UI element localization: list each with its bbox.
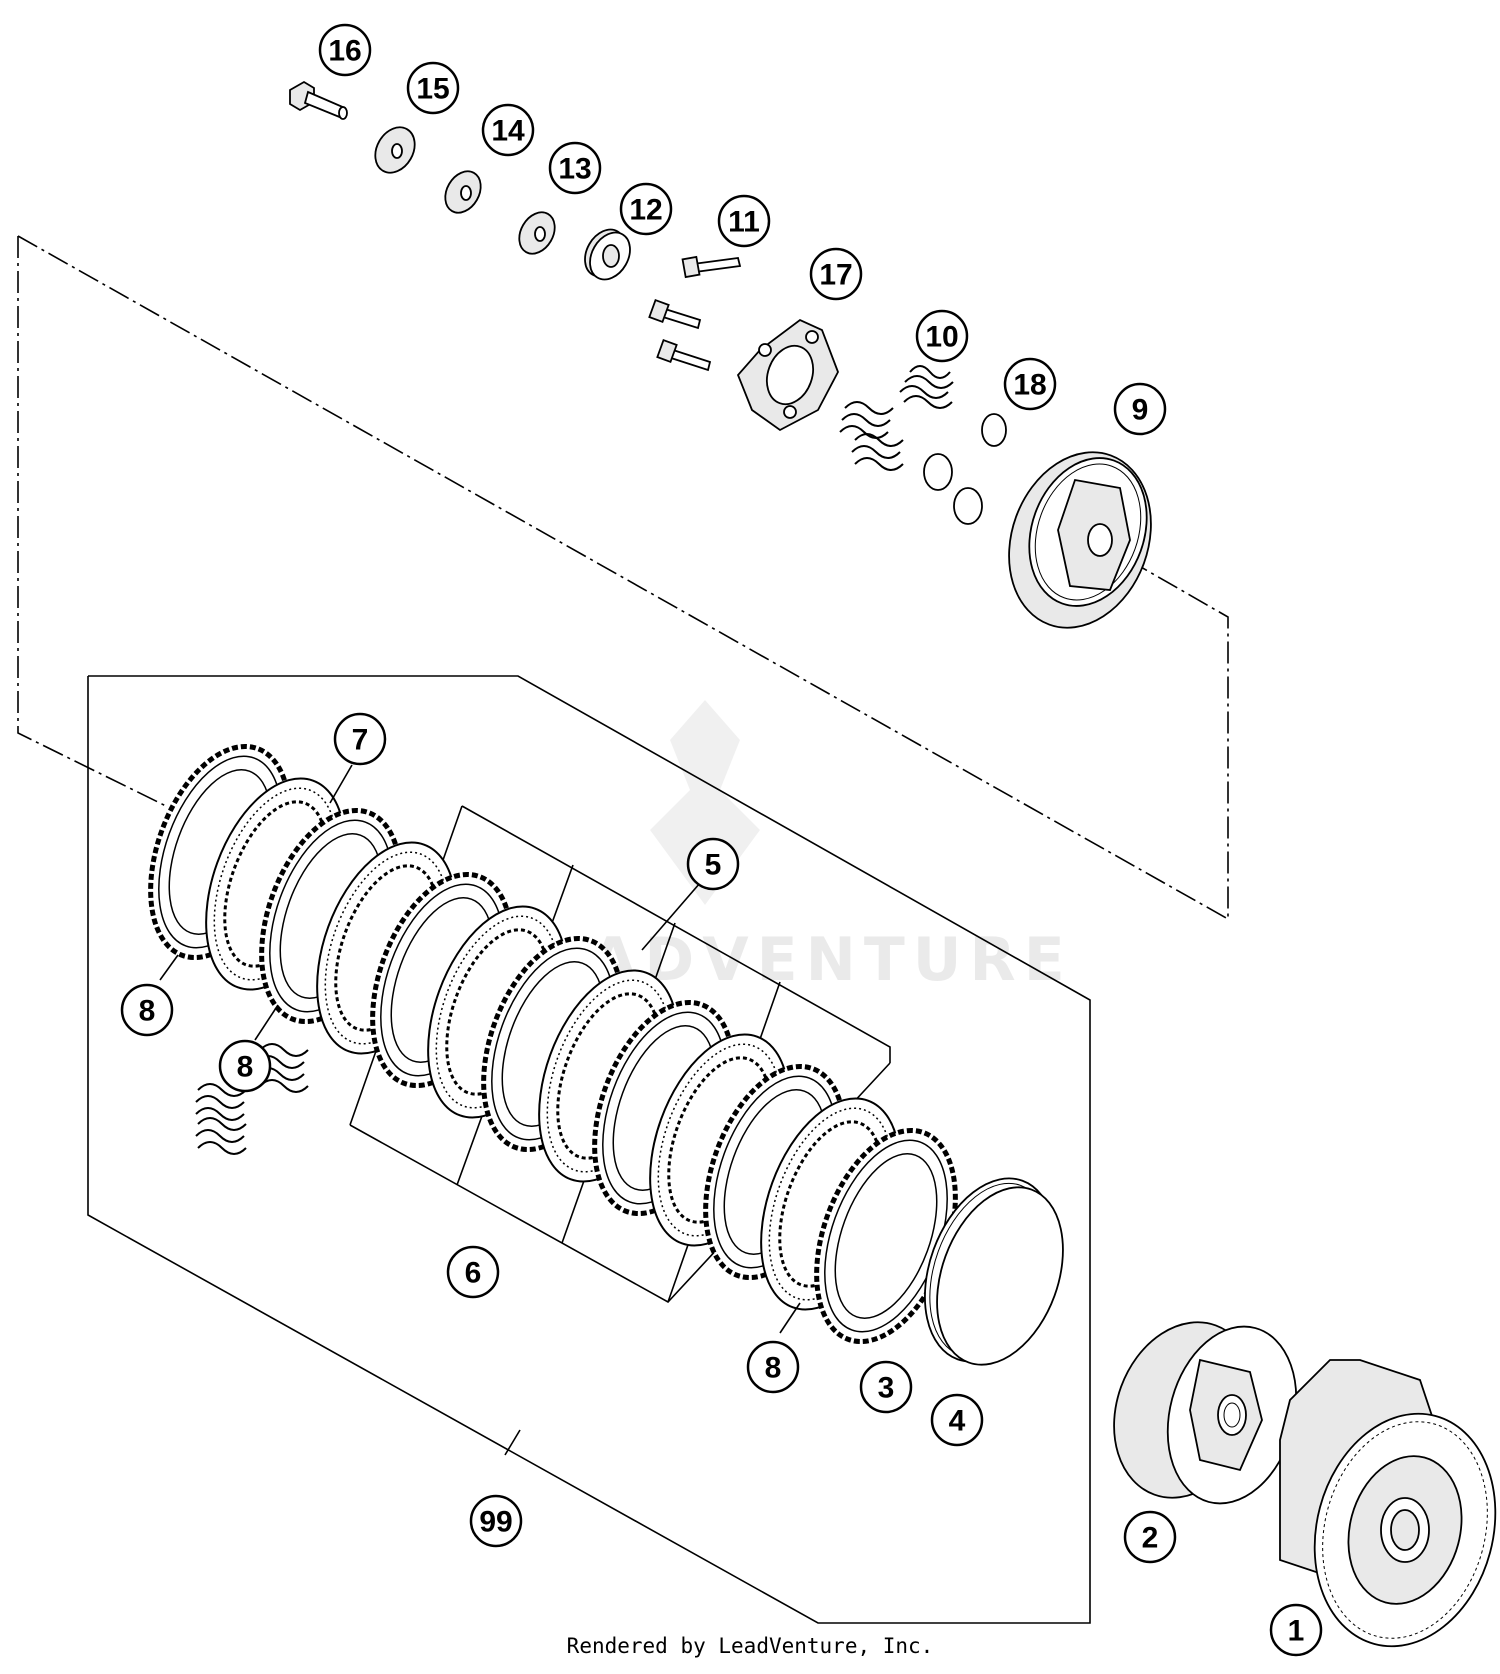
callout-label: 17 [819, 259, 852, 292]
callout-8: 8 [746, 1340, 800, 1394]
callout-label: 4 [949, 1405, 966, 1438]
kit-springs [195, 1043, 309, 1155]
adjusting-screw [289, 80, 348, 120]
callout-label: 10 [925, 321, 958, 354]
inner-clutch-hub-2 [1113, 1321, 1298, 1505]
callout-label: 8 [139, 995, 156, 1028]
callout-layer: 16 15 14 13 12 11 17 10 18 9 7 5 8 8 6 8 3 4 2 1 99 [120, 23, 1323, 1657]
callout-10: 10 [915, 309, 969, 363]
rings-3-4 [924, 1177, 1064, 1366]
clutch-basket-1 [1279, 1359, 1497, 1648]
callout-label: 12 [629, 194, 662, 227]
callout-6: 6 [446, 1245, 500, 1299]
washer-14 [444, 170, 482, 214]
callout-18: 18 [1003, 357, 1057, 411]
callout-99: 99 [469, 1494, 523, 1548]
callout-7: 7 [333, 712, 387, 766]
callout-label: 6 [465, 1257, 482, 1290]
pressure-plate-17 [736, 318, 839, 432]
callout-14: 14 [481, 103, 535, 157]
leadventure-watermark: ADVENTURE [590, 700, 1073, 995]
callout-label: 3 [878, 1372, 895, 1405]
callout-1: 1 [1269, 1603, 1323, 1657]
washer-13 [518, 211, 556, 255]
kit-99-outline [87, 675, 1091, 1624]
leader-lines [159, 764, 801, 1456]
assembly-outline [17, 236, 169, 808]
callout-label: 13 [558, 153, 591, 186]
callout-label: 9 [1132, 394, 1149, 427]
plate-group-bracket [461, 805, 891, 1063]
callout-label: 14 [491, 115, 525, 148]
callout-label: 16 [328, 35, 361, 68]
assembly-outline-axis [17, 235, 1229, 921]
callout-2: 2 [1123, 1510, 1177, 1564]
callout-16: 16 [318, 23, 372, 77]
callout-4: 4 [930, 1393, 984, 1447]
screws-11 [648, 255, 742, 372]
callout-9: 9 [1113, 382, 1167, 436]
callout-label: 11 [728, 206, 760, 239]
clutch-disc-stack [148, 743, 958, 1345]
callout-15: 15 [406, 61, 460, 115]
circlips-18 [923, 413, 1007, 525]
callout-label: 99 [479, 1506, 512, 1539]
callout-label: 7 [352, 724, 369, 757]
callout-label: 8 [237, 1051, 254, 1084]
render-credit: Rendered by LeadVenture, Inc. [566, 1634, 934, 1658]
callout-label: 5 [705, 849, 722, 882]
callout-12: 12 [619, 182, 673, 236]
callout-label: 8 [765, 1352, 782, 1385]
callout-label: 1 [1288, 1615, 1305, 1648]
bearing-12 [584, 228, 631, 281]
watermark-text: ADVENTURE [590, 925, 1073, 995]
washer-15 [374, 126, 416, 174]
callout-3: 3 [859, 1360, 913, 1414]
clutch-springs-10 [839, 365, 954, 471]
callout-label: 2 [1142, 1522, 1159, 1555]
callout-11: 11 [717, 194, 771, 248]
callout-17: 17 [809, 247, 863, 301]
callout-label: 18 [1013, 369, 1046, 402]
callout-8: 8 [218, 1039, 272, 1093]
callout-label: 15 [416, 73, 449, 106]
callout-13: 13 [548, 141, 602, 195]
clutch-hub-9 [1008, 451, 1152, 629]
callout-5: 5 [686, 837, 740, 891]
callout-8: 8 [120, 983, 174, 1037]
